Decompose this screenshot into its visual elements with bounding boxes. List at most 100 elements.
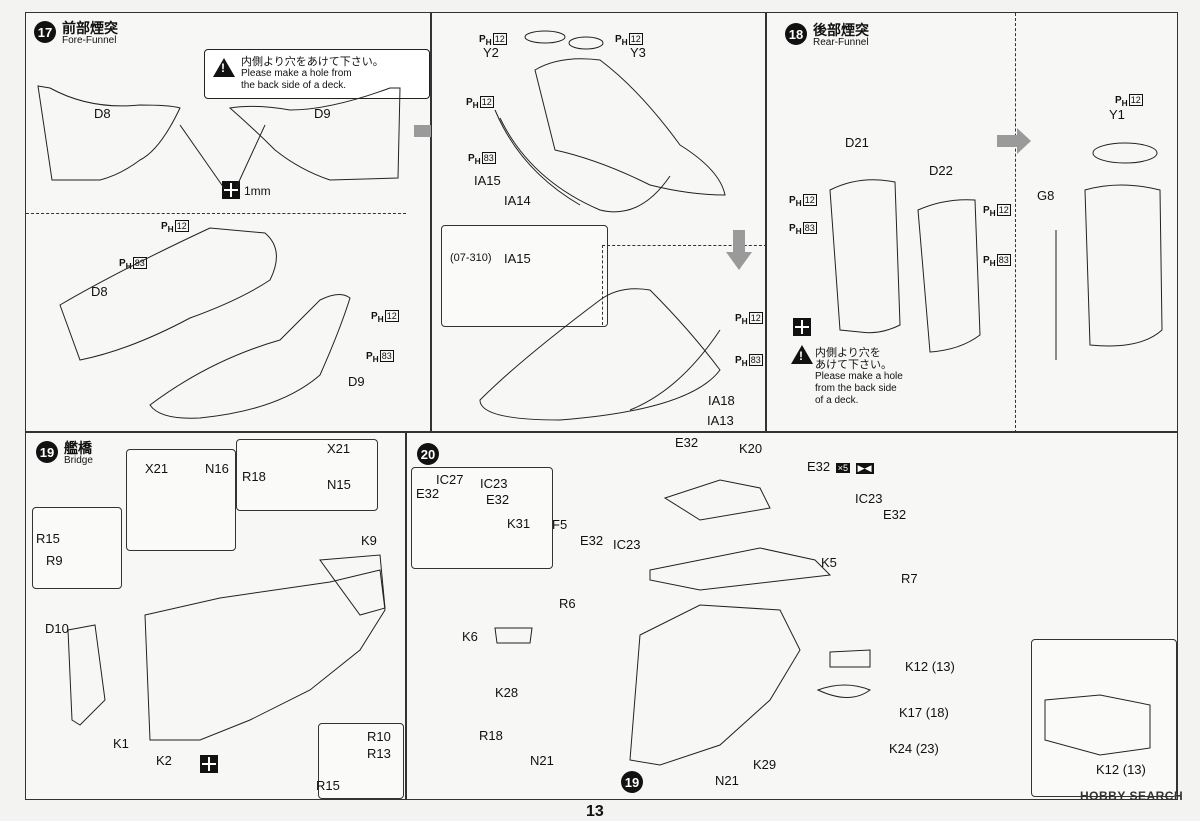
part-x21: X21: [145, 461, 169, 476]
n16-detail-inset: [126, 449, 236, 551]
part-ic23-right: IC23: [855, 491, 883, 506]
step-title-en: Rear-Funnel: [813, 37, 869, 48]
drill-hole-icon: [200, 755, 218, 773]
cut-mark-icon: ▶◀: [855, 463, 874, 474]
part-d22: D22: [929, 163, 953, 178]
k20-outline: [663, 479, 771, 521]
next-arrow-icon: [997, 128, 1031, 154]
step-20-header: 20: [417, 443, 439, 465]
hole-pointer-line: [179, 124, 225, 189]
n15-detail-inset: [236, 439, 378, 511]
step-number: 19: [36, 441, 58, 463]
hole-pointer-line: [235, 124, 266, 189]
step-title-jp: 後部煙突: [813, 22, 869, 38]
part-k12-detail: K12 (13): [1096, 762, 1146, 777]
divider: [602, 245, 767, 246]
part-d8: D8: [94, 106, 111, 121]
step-19-panel: 19 艦橋 Bridge X21 N16 X21 N15 R18 R15 R9 …: [25, 432, 406, 800]
quantity-badge: ×5: [835, 463, 851, 473]
part-k5: K5: [821, 555, 837, 570]
bridge-outline: [144, 569, 386, 741]
bridge-tower-outline: [629, 604, 801, 766]
part-ic27: IC27: [436, 472, 464, 487]
d9-assembly-outline: [149, 294, 351, 419]
rear-funnel-outline: [1084, 184, 1163, 347]
part-ia13: IA13: [707, 413, 734, 428]
part-y2: Y2: [483, 45, 499, 60]
ia15-detail-inset: (07-310) IA15: [441, 225, 608, 327]
y1-cap: [1092, 142, 1158, 164]
ia15-rail: [494, 109, 581, 206]
d8-assembly-outline: [59, 227, 277, 361]
part-r18: R18: [479, 728, 503, 743]
part-r10: R10: [367, 729, 391, 744]
part-k20: K20: [739, 441, 763, 456]
part-d10: D10: [45, 621, 69, 636]
d21-outline: [829, 179, 901, 334]
part-k29: K29: [753, 757, 777, 772]
part-e32: E32: [416, 486, 440, 501]
part-r6: R6: [559, 596, 576, 611]
hole-warning-box: 内側より穴をあけて下さい。 Please make a hole from th…: [204, 49, 430, 99]
part-ia14: IA14: [504, 193, 531, 208]
k5-deck-outline: [649, 547, 832, 591]
ia14-rail: [499, 117, 671, 213]
step-20-panel: 20 IC27 IC23 E32 E32 K31 E32 K20 E32 ×5 …: [406, 432, 1178, 800]
part-r9: R9: [46, 553, 63, 568]
down-arrow-icon: [726, 230, 752, 270]
part-y3: Y3: [630, 45, 646, 60]
part-f5: F5: [552, 517, 568, 532]
k12-detail-inset: K12 (13): [1031, 639, 1177, 797]
step-number: 20: [417, 443, 439, 465]
part-k9: K9: [361, 533, 377, 548]
part-n21: N21: [530, 753, 554, 768]
part-r13: R13: [367, 746, 391, 761]
step-17-header: 17 前部煙突 Fore-Funnel: [34, 21, 118, 47]
k12-detail-outline: [1044, 694, 1151, 756]
part-y1: Y1: [1109, 107, 1125, 122]
step-number: 17: [34, 21, 56, 43]
inset-part-ia15: IA15: [504, 251, 531, 266]
part-n21-b: N21: [715, 773, 739, 788]
step-19-reference: 19: [621, 771, 643, 793]
warning-text-en-2: from the back side: [815, 383, 897, 394]
part-e32-x5: E32 ×5 ▶◀: [807, 459, 874, 474]
part-e32-x5-label: E32: [807, 459, 831, 474]
y2-cap: [524, 30, 566, 44]
hole-size: 1mm: [244, 184, 271, 198]
k31-detail-inset: IC27 IC23 E32 E32 K31: [411, 467, 553, 569]
warning-text-jp: 内側より穴をあけて下さい。: [241, 56, 384, 68]
d10-outline: [67, 624, 106, 726]
step-title-en: Fore-Funnel: [62, 35, 117, 46]
r10-detail-inset: [318, 723, 404, 799]
k17-outline: [816, 684, 872, 698]
d8-outline: [37, 85, 181, 181]
part-r15: R15: [36, 531, 60, 546]
part-ia18: IA18: [708, 393, 735, 408]
warning-text-en-1: Please make a hole from: [241, 68, 352, 79]
part-g8: G8: [1037, 188, 1055, 203]
part-n15: N15: [327, 477, 351, 492]
part-r7: R7: [901, 571, 918, 586]
divider: [1015, 13, 1016, 433]
k12-outline: [829, 649, 871, 668]
part-n16: N16: [205, 461, 229, 476]
step-19-header: 19 艦橋 Bridge: [36, 441, 93, 467]
d9-outline: [228, 87, 401, 181]
part-e32-b: E32: [486, 492, 510, 507]
part-e32-right: E32: [883, 507, 907, 522]
funnel-body-outline-b: [479, 288, 721, 421]
part-ic23: IC23: [480, 476, 508, 491]
